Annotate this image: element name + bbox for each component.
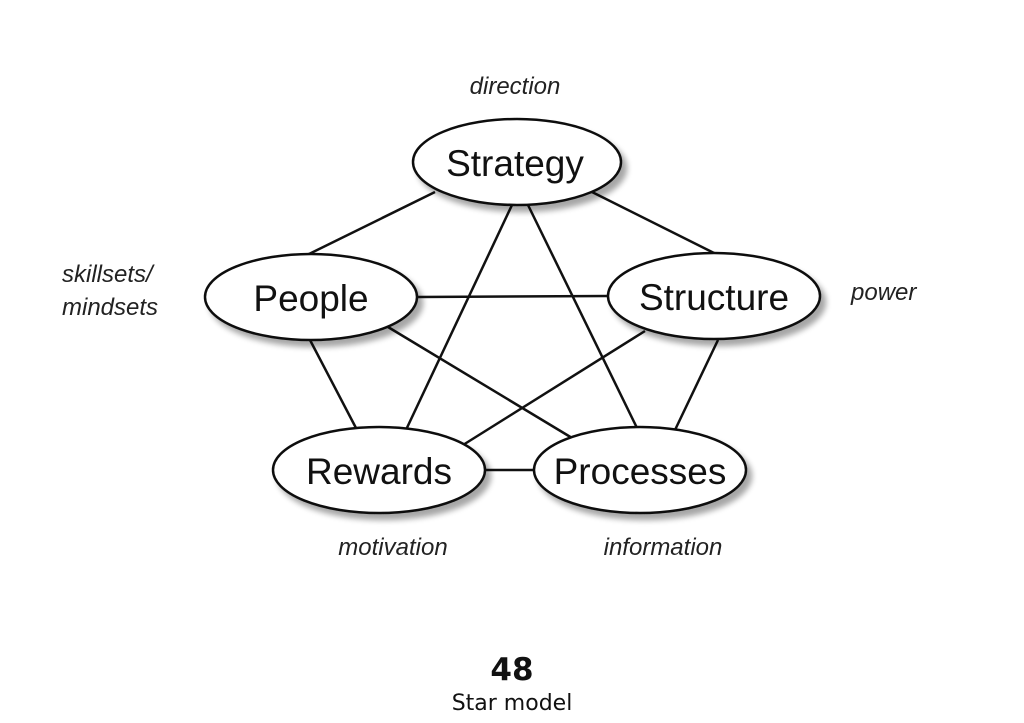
node-strategy: Strategy (411, 117, 623, 207)
annotation-information: information (604, 534, 723, 561)
slide-caption: Star model (451, 691, 573, 716)
edge-people-rewards (308, 339, 358, 429)
edge-strategy-processes (526, 204, 640, 431)
page-number: 48 (490, 652, 534, 688)
node-structure-label: Structure (639, 277, 789, 318)
node-processes: Processes (532, 425, 748, 515)
node-rewards: Rewards (271, 425, 487, 515)
edge-people-processes (387, 325, 593, 452)
node-people: People (203, 252, 419, 342)
edge-strategy-structure (591, 190, 719, 257)
edge-structure-processes (673, 339, 720, 431)
annotation-mindsets: mindsets (62, 294, 158, 321)
node-rewards-label: Rewards (306, 451, 452, 492)
node-people-label: People (253, 278, 368, 319)
edge-structure-rewards (454, 329, 646, 452)
node-strategy-label: Strategy (446, 143, 584, 184)
node-structure: Structure (606, 251, 822, 341)
annotation-power: power (850, 279, 917, 306)
edge-people-structure (417, 294, 609, 299)
annotation-direction: direction (470, 73, 561, 100)
annotation-skillsets: skillsets/ (62, 261, 155, 288)
edge-strategy-rewards (403, 204, 514, 433)
node-processes-label: Processes (554, 451, 727, 492)
edge-strategy-people (306, 190, 436, 257)
annotation-motivation: motivation (338, 534, 447, 561)
